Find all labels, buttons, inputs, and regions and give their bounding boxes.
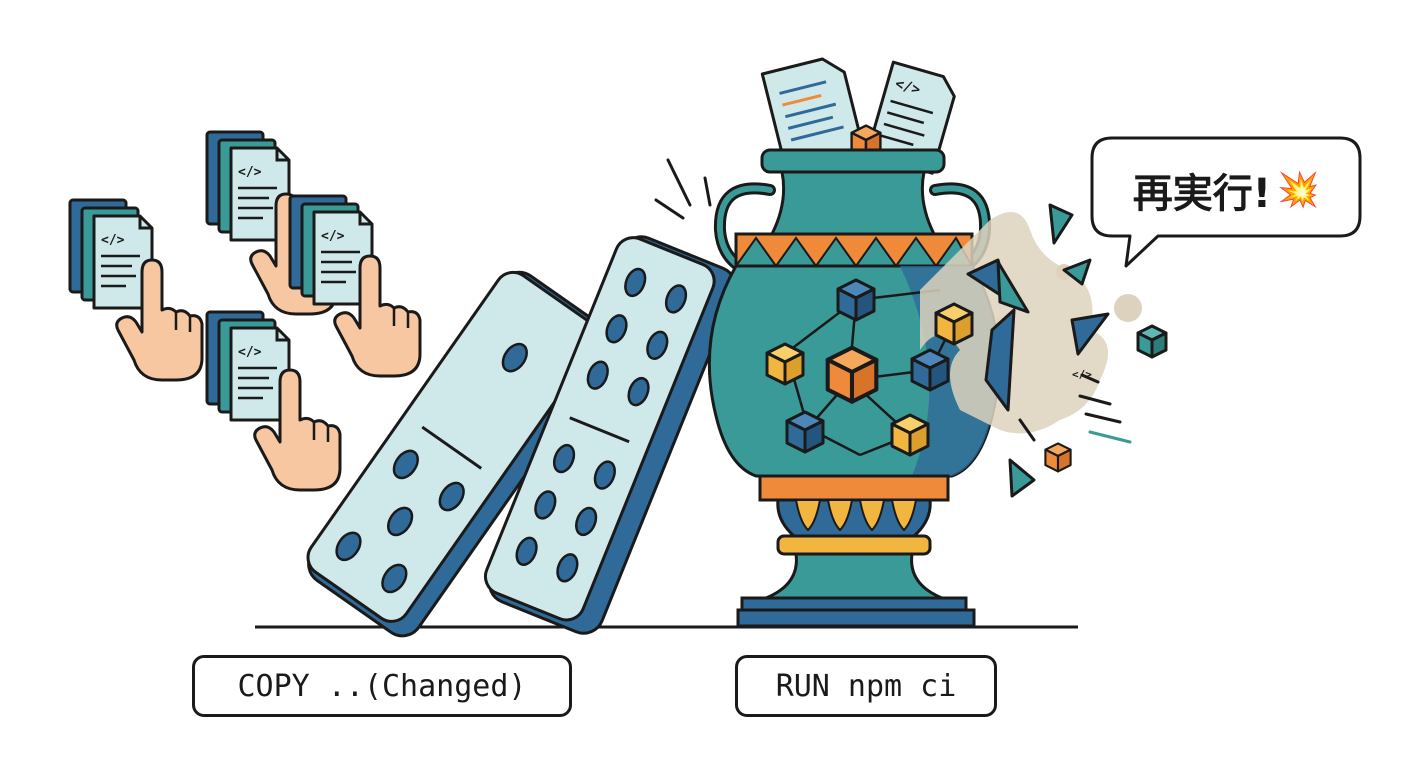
package-cube-icon <box>1044 442 1072 473</box>
package-cube-icon <box>934 302 974 346</box>
package-cube-icon <box>765 342 805 386</box>
speech-bubble <box>1090 136 1362 268</box>
code-file-stack <box>205 310 291 422</box>
package-cube-icon <box>836 278 876 322</box>
explosion-icon: 💥 <box>1276 170 1320 210</box>
code-icon-glyph: </> <box>893 76 922 98</box>
code-papers-in-vase: </> <box>760 57 956 181</box>
run-step-label: RUN npm ci <box>735 655 997 717</box>
code-file-stack <box>68 198 154 310</box>
speech-bubble-text: 再実行! 💥 <box>1098 150 1354 230</box>
copy-step-label: COPY ..(Changed) <box>192 655 572 717</box>
package-cube-icon <box>1136 324 1168 359</box>
rerun-text: 再実行! <box>1132 171 1271 217</box>
package-cube-icon <box>910 348 950 392</box>
code-icon-glyph: </> <box>1072 368 1092 381</box>
domino-copy-layer <box>306 270 615 638</box>
node-modules-vase <box>707 148 1001 628</box>
domino-run-layer <box>483 235 737 635</box>
package-cube-icon <box>890 413 930 457</box>
changed-files-group <box>68 130 422 492</box>
package-cube-icon <box>785 410 825 454</box>
impact-lines <box>654 158 712 220</box>
package-cube-icon <box>828 348 877 402</box>
vase-shatter-effect: </> <box>920 203 1168 498</box>
